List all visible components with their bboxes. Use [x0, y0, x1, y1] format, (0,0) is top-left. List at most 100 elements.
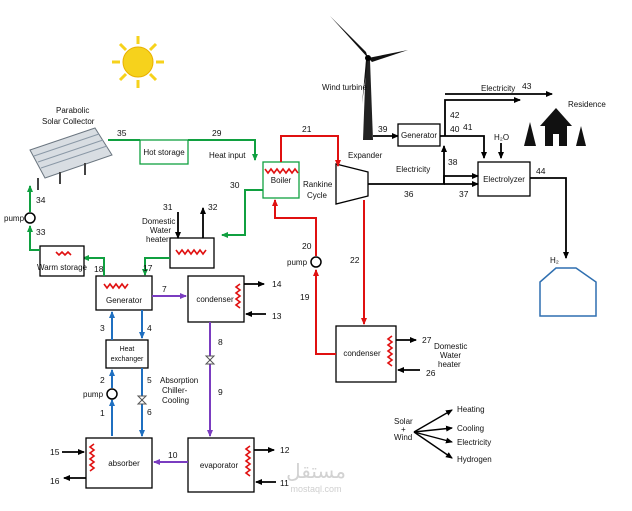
stream-29-label: 29 [212, 128, 222, 138]
pump-mid-label: pump [287, 258, 308, 267]
heat-exchanger-box [105, 339, 149, 369]
legend-plus-label: + [401, 425, 406, 434]
stream-43-label: 43 [522, 81, 532, 91]
boiler-box [262, 161, 300, 199]
stream-30-label: 30 [230, 180, 240, 190]
stream-6-label: 6 [147, 407, 152, 417]
stream-33-label: 33 [36, 227, 46, 237]
absorption-label-b: Chiller- [162, 386, 188, 395]
stream-21-label: 21 [302, 124, 312, 134]
stream-11-label: 11 [280, 478, 289, 488]
legend-electricity-label: Electricity [457, 438, 491, 447]
sun-icon [112, 36, 164, 88]
hydrogen-tank-icon [539, 267, 597, 317]
stream-21-line [280, 135, 341, 167]
stream-36-label: 36 [404, 189, 414, 199]
expansion-valve-2-icon [136, 395, 148, 405]
residence-label: Residence [568, 100, 606, 109]
solar-collector-label: Solar Collector [42, 117, 95, 126]
legend-hydrogen-label: Hydrogen [457, 455, 492, 464]
stream-9-label: 9 [218, 387, 223, 397]
stream-41-line [465, 135, 487, 159]
hot-storage-label: Hot storage [143, 148, 185, 157]
dwh1-label-a: Domestic [142, 217, 175, 226]
stream-5-label: 5 [147, 375, 152, 385]
stream-42-label: 42 [450, 110, 460, 120]
hot-storage-box [139, 139, 189, 165]
stream-32-label: 32 [208, 202, 218, 212]
stream-16-label: 16 [50, 476, 60, 486]
expander-label: Expander [348, 151, 383, 160]
stream-44-label: 44 [536, 166, 546, 176]
watermark-url: mostaql.com [290, 484, 341, 494]
absorption-label-c: Cooling [162, 396, 189, 405]
parabolic-collector-icon [29, 127, 113, 190]
stream-13-label: 13 [272, 311, 282, 321]
h2-label: H₂ [550, 256, 559, 265]
stream-31-label: 31 [163, 202, 173, 212]
generator-box [95, 275, 153, 311]
heater-1-coil-icon [175, 248, 207, 256]
stream-39-label: 39 [378, 124, 388, 134]
absorber-box [85, 437, 153, 489]
residence-icon [524, 108, 586, 146]
legend-arrows [413, 409, 453, 459]
evaporator-box [187, 437, 255, 493]
stream-18-label: 18 [94, 264, 104, 274]
expander-icon [335, 163, 369, 205]
stream-44-line [530, 177, 569, 259]
stream-2-label: 2 [100, 375, 105, 385]
stream-8-label: 8 [218, 337, 223, 347]
stream-26-label: 26 [426, 368, 436, 378]
dwh1-label-b: Water [150, 226, 171, 235]
stream-1-label: 1 [100, 408, 105, 418]
electricity-mid-label: Electricity [396, 165, 430, 174]
legend-wind-label: Wind [394, 433, 412, 442]
stream-20-line [272, 199, 317, 256]
stream-34-label: 34 [36, 195, 46, 205]
stream-42-line [444, 97, 521, 136]
generator-top-label: Generator [401, 131, 437, 140]
evaporator-coil-icon [244, 445, 252, 477]
generator-label: Generator [106, 296, 142, 305]
legend-heating-label: Heating [457, 405, 485, 414]
pump-mid-icon [310, 256, 322, 268]
generator-coil-icon [103, 282, 129, 290]
stream-38-label: 38 [448, 157, 458, 167]
cycle-label: Cycle [307, 191, 328, 200]
warm-storage-label: Warm storage [37, 263, 87, 272]
pump-left-icon [24, 212, 36, 224]
stream-3-label: 3 [100, 323, 105, 333]
electrolyzer-label: Electrolyzer [483, 175, 525, 184]
legend-solar-label: Solar [394, 417, 413, 426]
dwh1-label-c: heater [146, 235, 169, 244]
wind-turbine-label: Wind turbine [322, 83, 367, 92]
dwh2-label-a: Domestic [434, 342, 467, 351]
evaporator-label: evaporator [200, 461, 239, 470]
h2o-label: H₂O [494, 133, 509, 142]
dwh2-label-c: heater [438, 360, 461, 369]
stream-27-label: 27 [422, 335, 432, 345]
boiler-label: Boiler [271, 176, 292, 185]
stream-36-line [368, 173, 479, 185]
wind-turbine-icon [330, 16, 408, 140]
stream-20-label: 20 [302, 241, 312, 251]
condenser-2-box [335, 325, 397, 383]
pump-left-label: pump [4, 214, 25, 223]
stream-15-label: 15 [50, 447, 60, 457]
expansion-valve-1-icon [204, 355, 216, 365]
stream-35-label: 35 [117, 128, 127, 138]
absorber-label: absorber [108, 459, 140, 468]
generator-top-box [397, 123, 441, 147]
heat-exchanger-label-b: exchanger [111, 356, 144, 363]
stream-14-label: 14 [272, 279, 282, 289]
watermark-logo: مستقل [286, 459, 346, 483]
absorber-coil-icon [88, 443, 96, 472]
condenser-2-coil-icon [386, 335, 394, 367]
pump-bottom-icon [106, 388, 118, 400]
electricity-top-label: Electricity [481, 84, 515, 93]
legend-cooling-label: Cooling [457, 424, 484, 433]
stream-17-label: 17 [143, 263, 153, 273]
stream-33-line [27, 225, 40, 251]
